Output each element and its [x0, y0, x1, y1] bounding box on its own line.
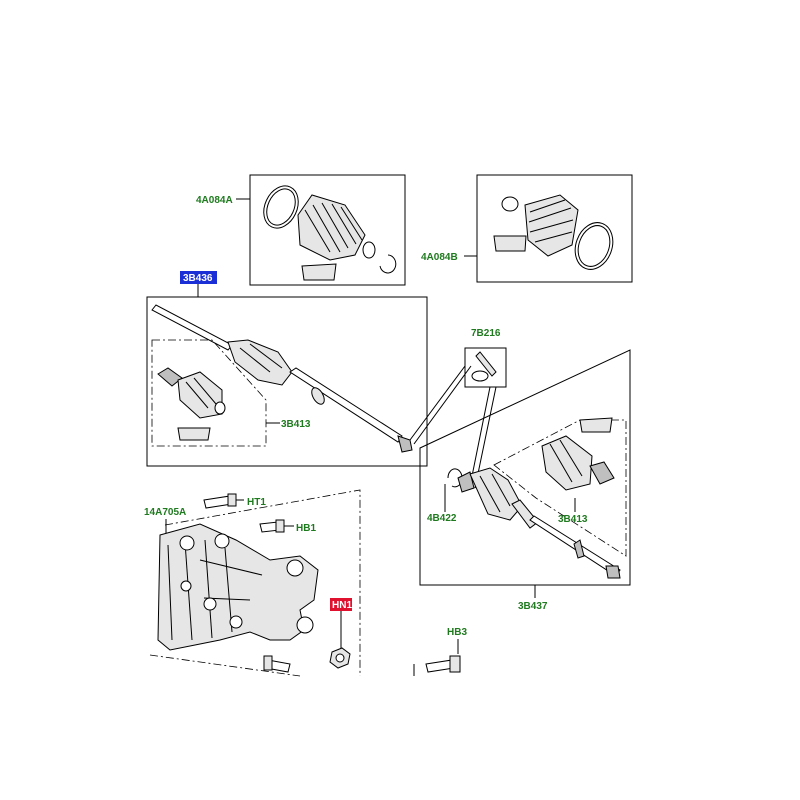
callout-hb3[interactable]: HB3 [447, 627, 467, 638]
circlip-icon [379, 254, 397, 274]
leader-line [469, 386, 491, 487]
front-shaft-group: 3B436 3B413 [146, 271, 428, 467]
callout-3b413-left[interactable]: 3B413 [281, 419, 311, 430]
bearing-bracket [157, 523, 319, 651]
small-clamp [501, 196, 519, 212]
callout-hb1[interactable]: HB1 [296, 523, 316, 534]
small-clamp [362, 241, 376, 259]
rear-shaft-frame [419, 349, 631, 586]
bracket-group: 14A705A HT1 [144, 489, 361, 677]
bolt-hb3 [425, 655, 461, 673]
wedge-bolt [475, 351, 497, 377]
callout-3b436[interactable]: 3B436 [183, 273, 213, 284]
callout-7b216[interactable]: 7B216 [471, 328, 501, 339]
boot-bellows [297, 194, 366, 261]
boot-kit-inner-group: 4A084B [421, 174, 633, 283]
grease-packet [493, 235, 527, 252]
callout-14a705a[interactable]: 14A705A [144, 507, 186, 518]
bracket-subframe-bottom [149, 654, 301, 677]
leader-line [409, 365, 466, 441]
callout-3b413-right[interactable]: 3B413 [558, 514, 588, 525]
kit-7b216-group: 7B216 [409, 328, 507, 489]
rear-shaft-group: 4B422 3B413 3B437 [419, 349, 631, 612]
joint-subframe [493, 419, 627, 557]
circlip-icon [447, 468, 463, 488]
bolt-hb3-group: HB3 [413, 627, 467, 676]
callout-hn1-highlight [330, 598, 352, 611]
drive-shaft [457, 467, 621, 579]
lower-bolt [263, 655, 291, 673]
boot-kit-outer-frame [249, 174, 406, 286]
boot-kit-inner-frame [476, 174, 633, 283]
callout-ht1[interactable]: HT1 [247, 497, 266, 508]
cv-joint [541, 417, 615, 491]
front-shaft-frame [146, 296, 428, 467]
bolt-hb1 [259, 519, 285, 533]
clamp-ring-inner [577, 225, 611, 267]
callout-4b422[interactable]: 4B422 [427, 513, 457, 524]
clamp-ring [574, 222, 614, 270]
grease-packet [301, 263, 337, 281]
bracket-subframe [164, 489, 361, 676]
callout-hn1[interactable]: HN1 [332, 600, 352, 611]
bolt-ht1 [203, 493, 237, 509]
callout-4a084b[interactable]: 4A084B [421, 252, 458, 263]
nut-hn1 [329, 647, 351, 669]
leader-line [413, 365, 472, 445]
clamp-ring-inner [266, 188, 296, 226]
clamp-ring [263, 185, 299, 229]
cv-joint [157, 367, 226, 441]
kit-7b216-frame [464, 347, 507, 388]
boot-bellows [524, 194, 579, 257]
boot-kit-outer-group: 4A084A [196, 174, 406, 286]
callout-3b437[interactable]: 3B437 [518, 601, 548, 612]
o-ring [471, 370, 489, 382]
callout-4a084a[interactable]: 4A084A [196, 195, 233, 206]
callout-3b436-highlight [180, 271, 217, 284]
drive-shaft [151, 304, 413, 453]
